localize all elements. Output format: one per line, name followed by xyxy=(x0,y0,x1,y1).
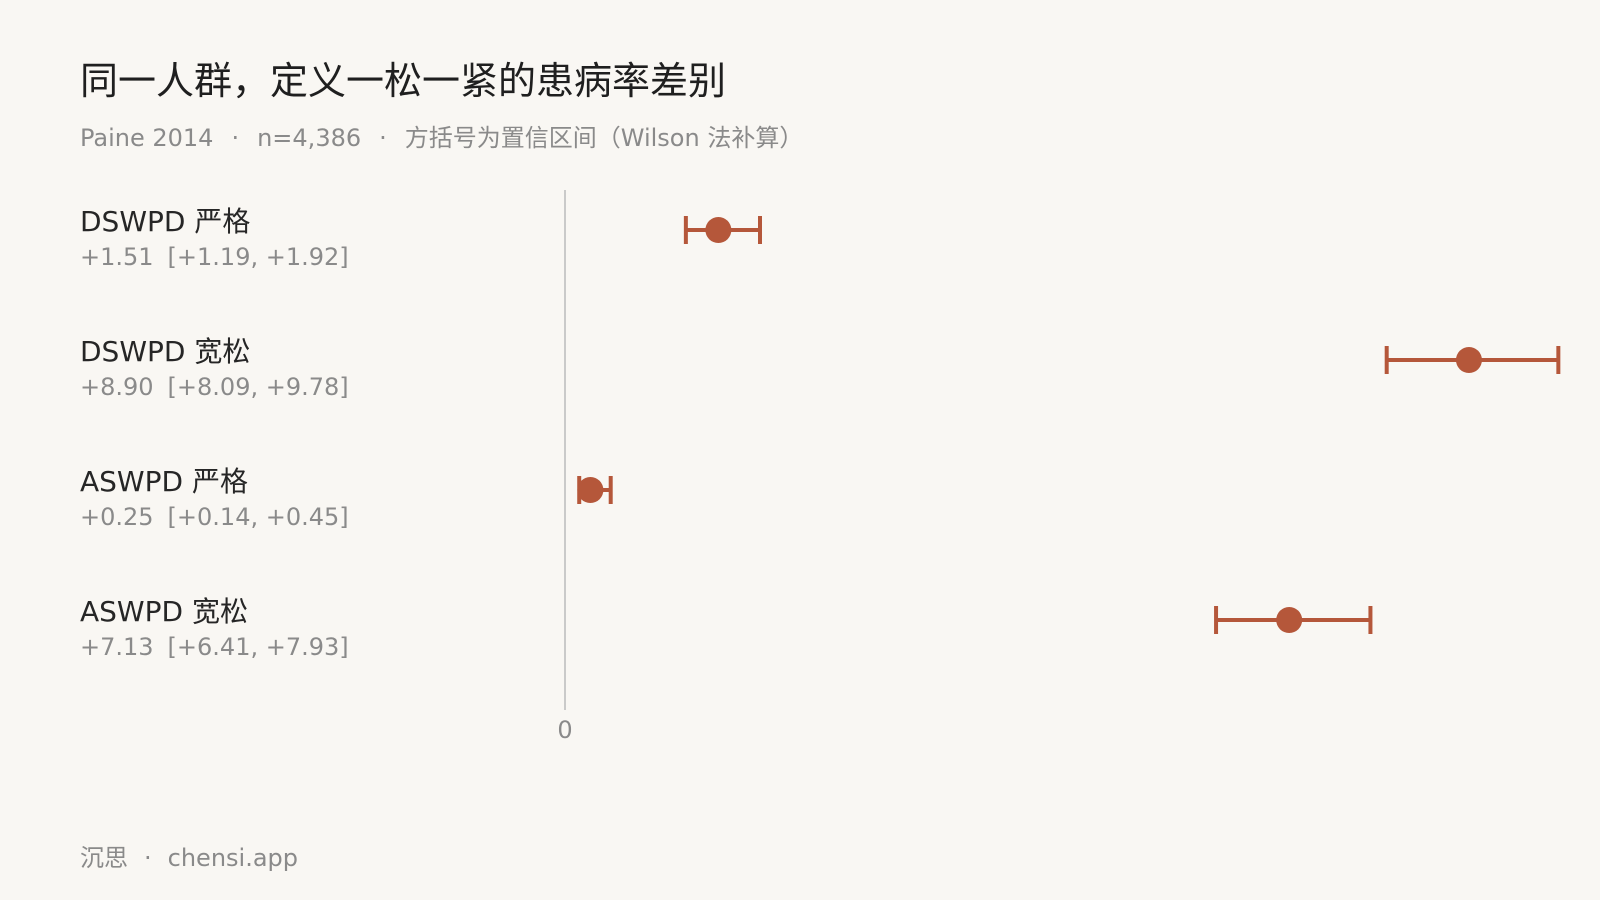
row-values: +0.25 [+0.14, +0.45] xyxy=(80,502,349,532)
point-estimate xyxy=(577,477,604,503)
chart-subtitle: Paine 2014 · n=4,386 · 方括号为置信区间（Wilson 法补算） xyxy=(80,118,803,153)
row-label-dswpd-loose: DSWPD 宽松 +8.90 [+8.09, +9.78] xyxy=(80,335,349,402)
row-estimate: +7.13 xyxy=(80,633,154,661)
subtitle-source: Paine 2014 xyxy=(80,124,214,152)
row-name: ASWPD 宽松 xyxy=(80,595,248,628)
footer: 沉思 · chensi.app xyxy=(80,838,298,873)
point-estimate xyxy=(1276,607,1303,633)
row-label-aswpd-strict: ASWPD 严格 +0.25 [+0.14, +0.45] xyxy=(80,465,349,532)
row-ci: [+1.19, +1.92] xyxy=(167,243,349,271)
footer-brand: 沉思 xyxy=(80,844,128,872)
row-name: DSWPD 宽松 xyxy=(80,335,251,368)
row-values: +1.51 [+1.19, +1.92] xyxy=(80,242,349,272)
row-name: ASWPD 严格 xyxy=(80,465,248,498)
row-ci: [+0.14, +0.45] xyxy=(167,503,349,531)
row-values: +8.90 [+8.09, +9.78] xyxy=(80,372,349,402)
row-name: DSWPD 严格 xyxy=(80,205,251,238)
row-ci: [+8.09, +9.78] xyxy=(167,373,349,401)
zero-tick-label: 0 xyxy=(557,716,572,744)
subtitle-separator: · xyxy=(379,124,387,152)
row-ci: [+6.41, +7.93] xyxy=(167,633,349,661)
row-estimate: +1.51 xyxy=(80,243,154,271)
point-estimate xyxy=(1455,347,1482,373)
subtitle-sample-size: n=4,386 xyxy=(257,124,362,152)
plot-marks xyxy=(577,216,1561,634)
row-label-aswpd-loose: ASWPD 宽松 +7.13 [+6.41, +7.93] xyxy=(80,595,349,662)
chart-title: 同一人群，定义一松一紧的患病率差别 xyxy=(80,59,727,103)
row-estimate: +8.90 xyxy=(80,373,154,401)
row-label-dswpd-strict: DSWPD 严格 +1.51 [+1.19, +1.92] xyxy=(80,205,349,272)
row-values: +7.13 [+6.41, +7.93] xyxy=(80,632,349,662)
point-estimate xyxy=(705,217,732,243)
subtitle-note: 方括号为置信区间（Wilson 法补算） xyxy=(404,124,804,152)
footer-separator: · xyxy=(144,844,152,872)
row-estimate: +0.25 xyxy=(80,503,154,531)
footer-site: chensi.app xyxy=(167,844,298,872)
subtitle-separator: · xyxy=(231,124,240,152)
